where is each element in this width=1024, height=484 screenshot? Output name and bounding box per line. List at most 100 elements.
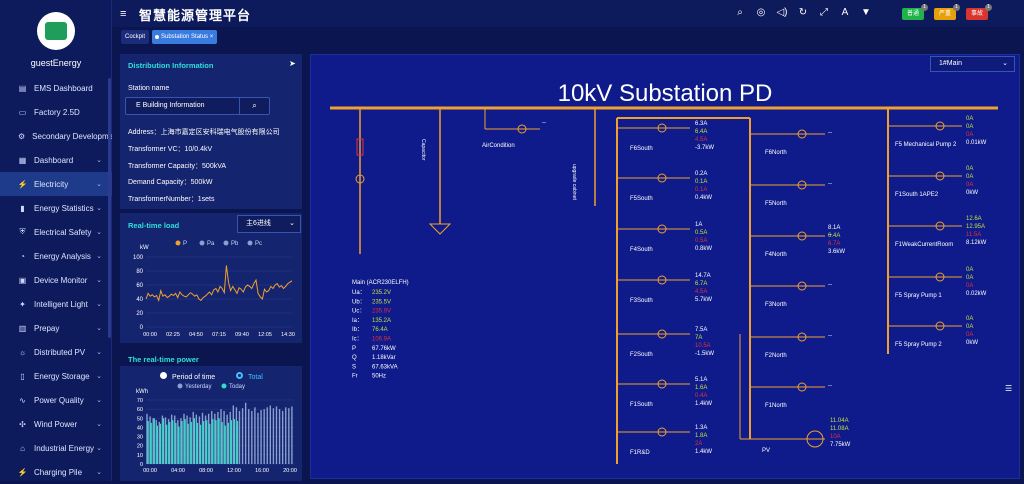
bar-yesterday	[174, 415, 176, 464]
y-tick: 30	[137, 435, 143, 441]
bar-yesterday	[170, 414, 173, 464]
bar-today	[224, 425, 226, 464]
search-icon[interactable]: ⌕	[239, 98, 269, 114]
y-tick: 10	[137, 453, 143, 459]
legend-label: Today	[229, 384, 245, 390]
sidebar-item-electricity[interactable]: ⚡Electricity⌄	[0, 172, 112, 196]
bulb-icon: ✦	[19, 299, 26, 309]
x-tick: 00:00	[143, 468, 157, 474]
station-search[interactable]: E Building Information ⌕	[125, 97, 270, 115]
sidebar-scrollbar[interactable]	[108, 78, 111, 338]
sidebar-item-electrical-safety[interactable]: ⛨Electrical Safety⌄	[0, 220, 112, 244]
sidebar-item-secondary-development[interactable]: ⚙Secondary Development	[0, 124, 112, 148]
main-select[interactable]: 1#Main⌄	[930, 56, 1015, 72]
sidebar-item-distributed-pv[interactable]: ☼Distributed PV⌄	[0, 340, 112, 364]
pv-label: PV	[762, 448, 770, 454]
feeder-name: F2South	[630, 352, 653, 358]
ct-symbol	[797, 129, 807, 139]
fullscreen-icon[interactable]: ⤢	[820, 7, 828, 18]
bar-today	[178, 426, 180, 464]
capacitor-label: Capacitor	[420, 139, 426, 161]
sidebar-item-dashboard[interactable]: ▦Dashboard⌄	[0, 148, 112, 172]
meter-label: P	[352, 346, 356, 352]
x-tick: 20:00	[283, 468, 297, 474]
ct-symbol	[935, 171, 945, 181]
y-tick: 100	[133, 255, 144, 261]
x-tick: 12:05	[258, 332, 272, 338]
line-select[interactable]: 主6进线⌄	[237, 215, 301, 233]
fan-icon: ✣	[19, 419, 26, 429]
ac-value: --	[542, 120, 546, 126]
meter-label: Fr	[352, 374, 358, 380]
sidebar-item-energy-storage[interactable]: ▯Energy Storage⌄	[0, 364, 112, 388]
sidebar-item-ems-dashboard[interactable]: ▤EMS Dashboard	[0, 76, 112, 100]
ct-symbol	[797, 382, 807, 392]
bar-today	[168, 421, 171, 464]
bar-today	[150, 422, 152, 464]
meter-value: 106.9A	[372, 337, 391, 343]
sidebar-item-wind-power[interactable]: ✣Wind Power⌄	[0, 412, 112, 436]
feeder-value: 1.8A	[695, 433, 707, 439]
bar-today	[196, 422, 199, 464]
y-tick: 0	[140, 462, 143, 468]
bar-yesterday	[288, 408, 290, 464]
feeder-value: 1.4kW	[695, 401, 712, 407]
feeder-value: 0.4kW	[695, 195, 712, 201]
sidebar-item-charging-pile[interactable]: ⚡Charging Pile⌄	[0, 460, 112, 484]
sidebar-item-energy-analysis[interactable]: ◔Energy Analysis⌄	[0, 244, 112, 268]
username: guestEnergy	[30, 58, 82, 68]
sidebar-item-energy-statistics[interactable]: ▮Energy Statistics⌄	[0, 196, 112, 220]
bar-yesterday	[272, 408, 275, 464]
sidebar-item-label: Device Monitor	[34, 275, 88, 285]
feeder-value: 0A	[966, 275, 973, 281]
feeder-value: 6.4A	[828, 233, 840, 239]
ct-symbol	[657, 379, 667, 389]
settings-icon[interactable]: ☰	[1005, 384, 1013, 393]
x-tick: 12:00	[227, 468, 241, 474]
bar-today	[159, 423, 162, 464]
meter-value: 1.18kVar	[372, 355, 396, 361]
theme-icon[interactable]: ▼	[861, 7, 871, 18]
bar-yesterday	[180, 418, 182, 464]
logo	[37, 12, 75, 50]
send-icon[interactable]: ➤	[289, 59, 296, 68]
pv-value: 11.04A	[830, 418, 849, 424]
feeder-value: 0A	[966, 267, 973, 273]
sound-icon[interactable]: ◁)	[776, 7, 788, 18]
tab-substation-status[interactable]: Substation Status ×	[152, 30, 218, 44]
sidebar-item-device-monitor[interactable]: ▣Device Monitor⌄	[0, 268, 112, 292]
bar-today	[147, 421, 149, 464]
menu-toggle-icon[interactable]: ≡	[120, 8, 127, 20]
legend-marker	[199, 240, 205, 246]
search-icon[interactable]: ⌕	[737, 7, 743, 18]
bar-yesterday	[263, 409, 265, 464]
feeder-value: 0.1A	[695, 179, 707, 185]
sidebar-item-factory-2-5d[interactable]: ▭Factory 2.5D	[0, 100, 112, 124]
station-input[interactable]: E Building Information	[136, 102, 205, 109]
feeder-value: 0A	[966, 174, 973, 180]
feeder-value: --	[828, 333, 832, 339]
font-size-icon[interactable]: A	[841, 7, 849, 18]
sidebar-item-prepay[interactable]: ▥Prepay⌄	[0, 316, 112, 340]
bar-today	[187, 423, 189, 464]
refresh-icon[interactable]: ↻	[798, 7, 808, 18]
tab-cockpit[interactable]: Cockpit	[121, 30, 150, 44]
transformer-capacity: Transformer Capacity：500kVA	[128, 163, 227, 170]
help-icon[interactable]: ◎	[756, 7, 766, 18]
period-radio[interactable]: Period of time	[160, 372, 215, 381]
total-radio[interactable]: Total	[236, 372, 263, 381]
bar-today	[230, 420, 233, 464]
sidebar-item-power-quality[interactable]: ∿Power Quality⌄	[0, 388, 112, 412]
feeder-name: F2North	[765, 353, 787, 359]
sidebar-item-intelligent-light[interactable]: ✦Intelligent Light⌄	[0, 292, 112, 316]
legend-marker	[223, 240, 229, 246]
feeder-value: 0.2A	[695, 171, 707, 177]
sidebar-item-industrial-energy[interactable]: ⌂Industrial Energy⌄	[0, 436, 112, 460]
feeder-value: 0A	[966, 182, 973, 188]
y-tick: 40	[137, 425, 143, 431]
